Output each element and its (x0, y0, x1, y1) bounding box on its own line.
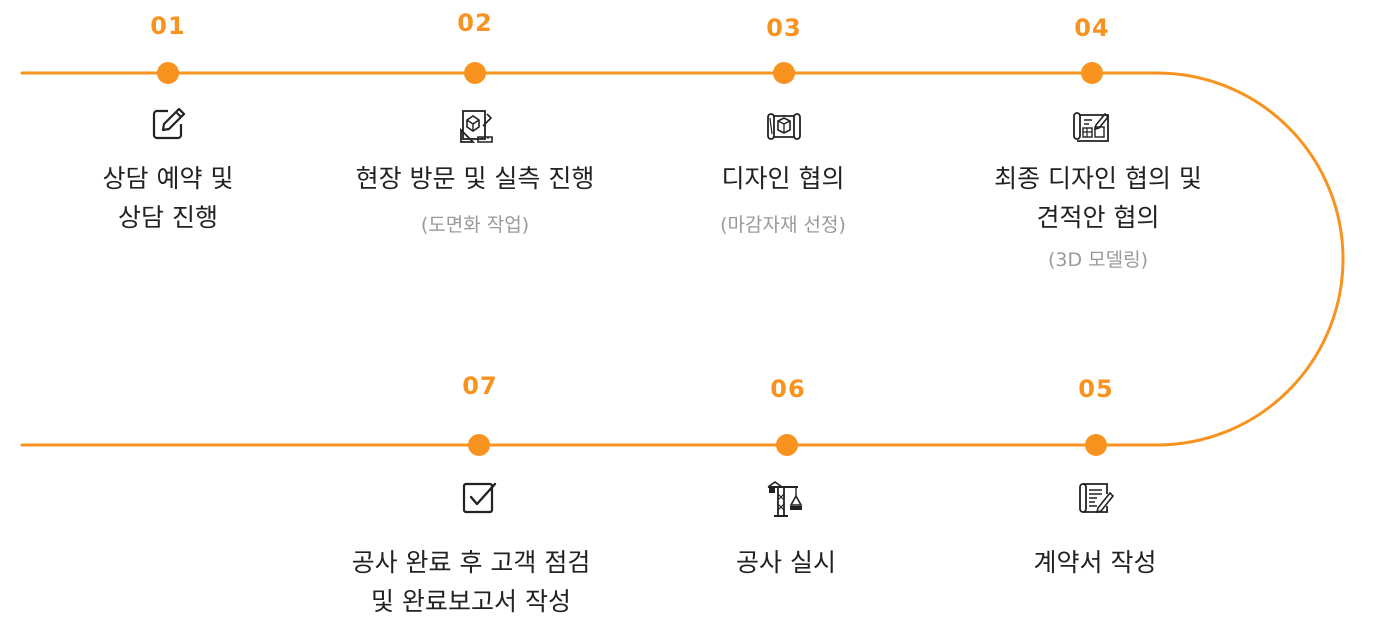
step-number: 04 (1074, 14, 1110, 42)
step-title-line1: 공사 실시 (736, 548, 836, 577)
step-dot (468, 434, 490, 456)
step-title-line1: 최종 디자인 협의 및 (994, 164, 1202, 193)
blueprint-measure-icon (460, 110, 493, 143)
step-title-line1: 공사 완료 후 고객 점검 (351, 548, 591, 577)
step-title-line2: 견적안 협의 (1036, 203, 1160, 232)
floorplan-pen-icon (1073, 112, 1110, 142)
step-number: 02 (457, 9, 493, 37)
step-number: 07 (462, 372, 498, 400)
blueprint-scroll-icon (767, 113, 801, 140)
step-title-line2: 상담 진행 (118, 203, 218, 232)
step-number: 01 (150, 12, 186, 40)
step-title-line1: 계약서 작성 (1033, 548, 1157, 577)
step-number: 06 (770, 375, 806, 403)
step-number: 03 (766, 14, 802, 42)
contract-document-icon (1079, 483, 1115, 514)
step-subtitle: (마감자재 선정) (720, 214, 846, 236)
step-subtitle: (3D 모델링) (1047, 249, 1149, 271)
step-dot (773, 62, 795, 84)
step-dot (1081, 62, 1103, 84)
pencil-edit-icon (152, 107, 186, 140)
step-dot (776, 434, 798, 456)
step-dot (464, 62, 486, 84)
checkbox-icon (462, 482, 497, 514)
step-dot (157, 62, 179, 84)
step-title-line1: 상담 예약 및 (102, 164, 234, 193)
step-title-line2: 및 완료보고서 작성 (371, 587, 571, 616)
construction-crane-icon (767, 481, 803, 517)
step-subtitle: (도면화 작업) (420, 214, 530, 236)
step-number: 05 (1078, 375, 1114, 403)
step-title-line1: 디자인 협의 (721, 164, 845, 193)
step-dot (1085, 434, 1107, 456)
step-title-line1: 현장 방문 및 실측 진행 (355, 164, 595, 193)
